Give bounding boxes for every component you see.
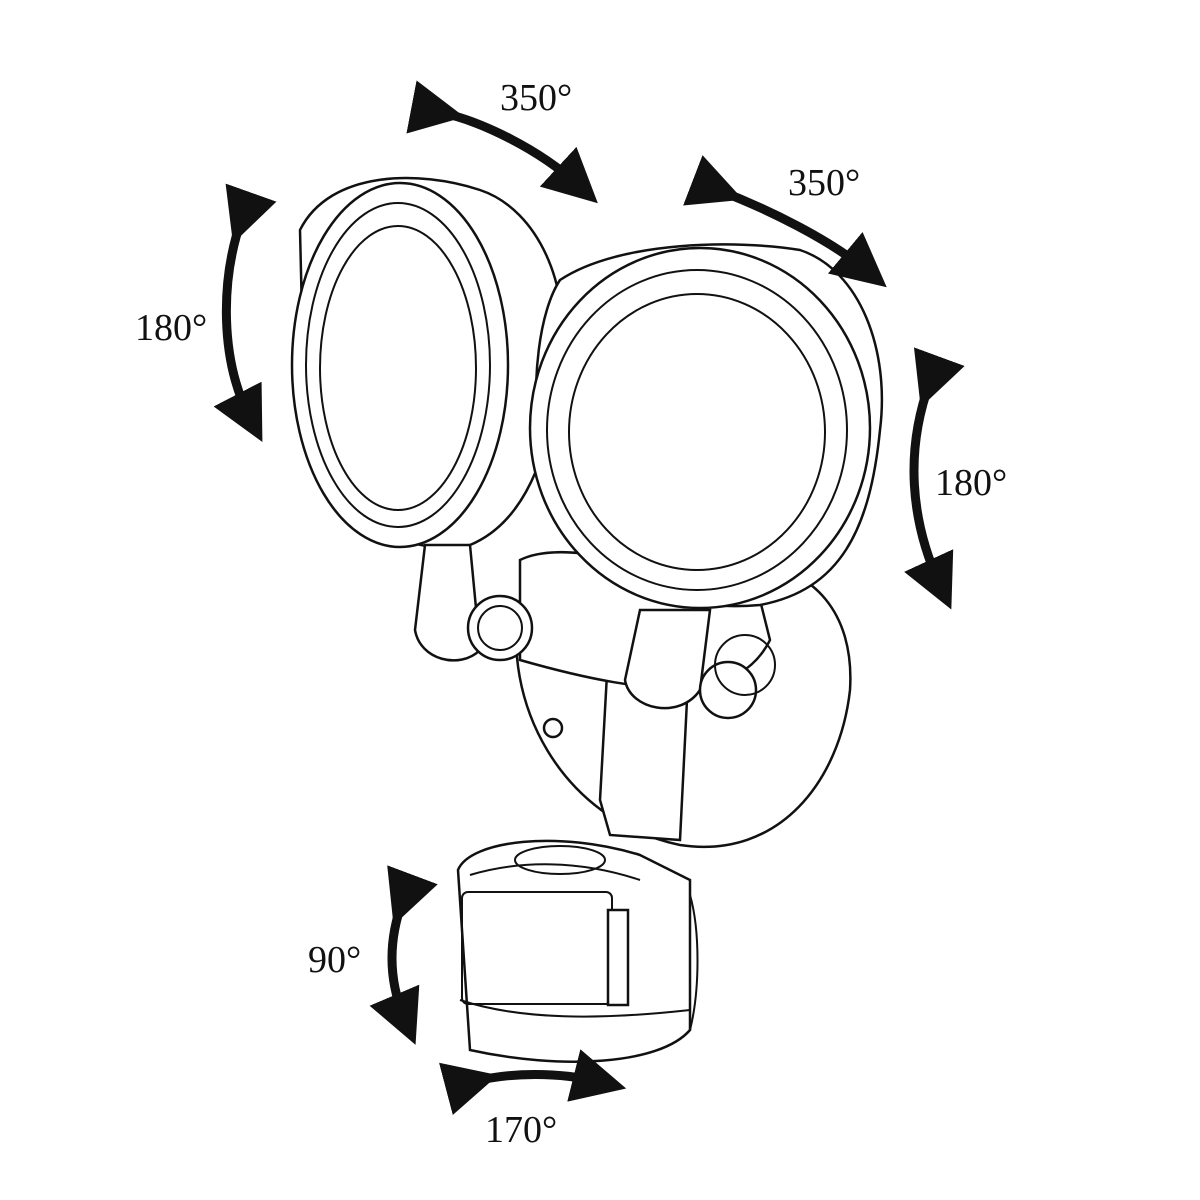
- right-pan-arrow: [683, 155, 887, 288]
- right-head-pan-label: 350°: [788, 162, 860, 204]
- left-head-pan-label: 350°: [500, 77, 572, 119]
- right-lamp-head: [528, 243, 884, 720]
- pir-sensor: [456, 839, 699, 1063]
- sensor-tilt-arrow: [369, 865, 438, 1045]
- sensor-pan-arrow: [439, 1049, 627, 1115]
- left-head-tilt-label: 180°: [135, 307, 207, 349]
- left-lamp-head: [290, 176, 564, 662]
- right-head-tilt-label: 180°: [935, 462, 1007, 504]
- sensor-tilt-label: 90°: [308, 939, 361, 981]
- right-tilt-arrow: [904, 347, 965, 610]
- rotation-arrows: [213, 80, 965, 1115]
- sensor-pan-label: 170°: [485, 1109, 557, 1151]
- left-pan-arrow: [406, 80, 598, 204]
- left-tilt-arrow: [213, 183, 277, 442]
